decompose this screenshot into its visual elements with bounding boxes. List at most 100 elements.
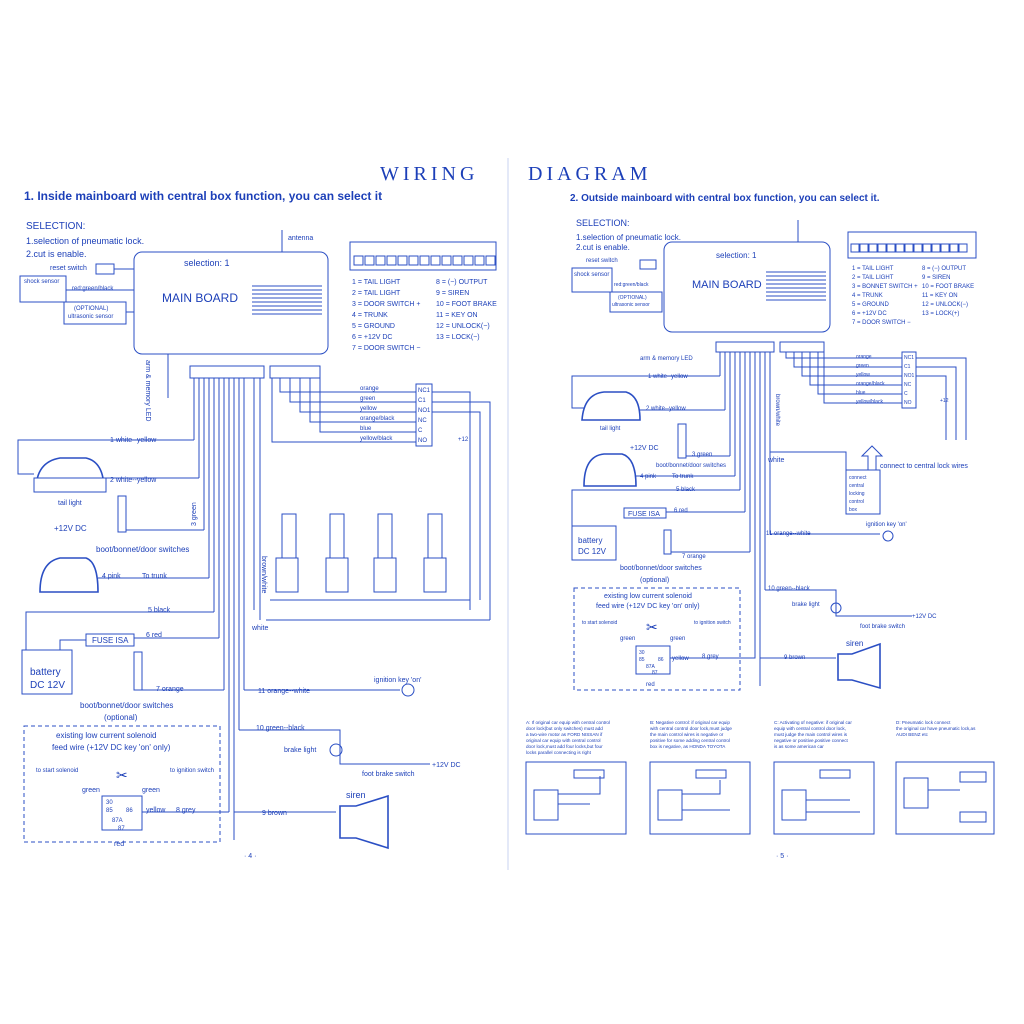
svg-text:12 = UNLOCK(−): 12 = UNLOCK(−): [922, 302, 968, 308]
right-shock-sensor-label: shock sensor: [574, 272, 609, 278]
right-fuse-label: FUSE ISA: [628, 511, 660, 518]
svg-text:box: box: [849, 507, 858, 513]
right-scissors-icon: ✂: [646, 619, 658, 635]
right-w2-label: 2 white--yellow: [646, 406, 686, 412]
svg-text:door lock(but only switches) m: door lock(but only switches) must add: [526, 726, 603, 731]
right-wire-5: [571, 489, 740, 526]
right-boot-switches-2: boot/bonnet/door switches: [620, 565, 702, 572]
right-selection-jumper: selection: 1: [716, 251, 757, 260]
svg-text:3 = DOOR SWITCH +: 3 = DOOR SWITCH +: [352, 301, 420, 308]
right-switch-7: [663, 529, 672, 555]
left-shock-sensor-label: shock sensor: [24, 279, 59, 285]
right-shock-sensor: [571, 267, 613, 293]
right-diagram-c: [773, 761, 875, 835]
right-arrow-up-icon: [860, 445, 884, 471]
left-arm-led-label: arm & memory LED: [144, 360, 151, 421]
left-to-ignition: to ignition switch: [170, 768, 214, 774]
right-siren-label: siren: [846, 639, 863, 648]
svg-text:C: C: [418, 428, 423, 434]
left-tail-light: tail light: [58, 500, 82, 507]
title-wiring: WIRING: [380, 163, 478, 185]
left-door-actuators: [275, 513, 447, 593]
svg-text:original car equip with centra: original car equip with central control: [526, 738, 601, 743]
right-reset-switch-label: reset switch: [586, 258, 618, 264]
right-diagram-d: [895, 761, 995, 835]
right-relay-wires: [785, 352, 967, 440]
left-heading: 1. Inside mainboard with central box fun…: [24, 189, 382, 203]
left-brake-light-icon: [329, 743, 343, 757]
right-note-b: B: Negative control: if original car equ…: [650, 720, 732, 749]
right-central-box: [845, 469, 881, 515]
left-ignition-key: ignition key 'on': [374, 677, 421, 684]
left-page-number: · 4 ·: [244, 853, 256, 860]
right-relay: [635, 645, 671, 675]
right-car-rear: [583, 453, 637, 487]
left-solenoid-box: [23, 725, 221, 843]
right-foot-brake: foot brake switch: [860, 624, 905, 630]
left-antenna-label: antenna: [288, 235, 313, 242]
left-shock-sensor: [19, 275, 67, 303]
svg-text:C: Activating of negative: if: C: Activating of negative: if original c…: [774, 720, 852, 725]
right-red: red: [646, 682, 655, 688]
svg-text:6 = +12V DC: 6 = +12V DC: [852, 311, 887, 317]
left-relay-87: 87: [118, 826, 125, 832]
right-note-a: A: If original car equip with central co…: [526, 720, 610, 755]
svg-text:positive for some adding centr: positive for some adding central control: [650, 738, 730, 743]
svg-text:5 = GROUND: 5 = GROUND: [852, 302, 890, 308]
left-optional-label: (OPTIONAL): [74, 306, 108, 312]
svg-text:11 = KEY ON: 11 = KEY ON: [922, 293, 958, 299]
svg-text:with central control door lock: with central control door lock,must judg…: [650, 726, 732, 731]
right-harness-main: [715, 341, 775, 353]
right-page-number: · 5 ·: [776, 853, 788, 860]
left-relay-plus12: +12: [458, 437, 469, 443]
right-door-switch: [677, 423, 687, 459]
right-optional-label: (OPTIONAL): [618, 295, 647, 301]
left-to-start: to start solenoid: [36, 768, 78, 774]
svg-text:NO1: NO1: [904, 373, 915, 379]
right-connector-pins: [850, 243, 968, 253]
right-car-front: [581, 391, 641, 421]
right-to-start: to start solenoid: [582, 620, 618, 626]
svg-text:NC: NC: [904, 382, 912, 388]
svg-text:1 = TAIL LIGHT: 1 = TAIL LIGHT: [852, 266, 894, 272]
svg-text:is as some american car: is as some american car: [774, 744, 824, 749]
left-siren-icon: [339, 794, 389, 850]
left-white: white: [251, 625, 268, 632]
right-solenoid-1: existing low current solenoid: [604, 593, 692, 600]
right-wire-8: [670, 656, 756, 659]
left-wire-10: [239, 729, 430, 765]
right-arm-led-label: arm & memory LED: [640, 356, 693, 362]
svg-text:3 = BONNET SWITCH +: 3 = BONNET SWITCH +: [852, 284, 918, 290]
svg-text:the main control wires is nega: the main control wires is negative or: [650, 732, 724, 737]
svg-text:D: Pneumatic lock connect: D: Pneumatic lock connect: [896, 720, 951, 725]
left-relay-30: 30: [106, 800, 113, 806]
left-selection-2: 2.cut is enable.: [26, 249, 87, 259]
right-relay-87: 87: [652, 670, 658, 676]
svg-text:control: control: [849, 499, 864, 505]
right-green-a: green: [620, 636, 635, 642]
right-note-c: C: Activating of negative: if original c…: [774, 720, 852, 749]
left-connector-pins: [353, 255, 496, 266]
left-brown-white: brown/white: [260, 556, 267, 593]
left-plus12vdc-2: +12V DC: [432, 762, 461, 769]
right-harness-lock: [779, 341, 825, 353]
svg-text:green: green: [360, 396, 375, 402]
right-board-heatsink: [766, 271, 826, 301]
left-ultrasonic-label: ultrasonic sensor: [68, 314, 113, 320]
left-w3-label: 3 green: [191, 502, 198, 526]
left-w4-label: 4 pink: [102, 573, 121, 580]
right-pin-legend: 1 = TAIL LIGHT 2 = TAIL LIGHT 3 = BONNET…: [852, 266, 974, 326]
svg-text:NC1: NC1: [418, 388, 431, 394]
svg-text:orange: orange: [856, 354, 872, 360]
left-car-bumper: [33, 477, 107, 493]
right-relay-87a: 87A: [646, 664, 656, 670]
left-scissors-icon: ✂: [116, 767, 128, 783]
left-reset-switch: [95, 263, 115, 275]
right-reset-switch: [639, 259, 657, 270]
svg-text:8 = (−) OUTPUT: 8 = (−) OUTPUT: [922, 266, 966, 272]
svg-text:yellow/black: yellow/black: [360, 436, 393, 442]
right-brown-white: brown/white: [774, 394, 780, 427]
right-ignition-key: ignition key 'on': [866, 522, 907, 528]
svg-text:yellow: yellow: [360, 406, 377, 412]
svg-text:yellow/black: yellow/black: [856, 399, 883, 405]
